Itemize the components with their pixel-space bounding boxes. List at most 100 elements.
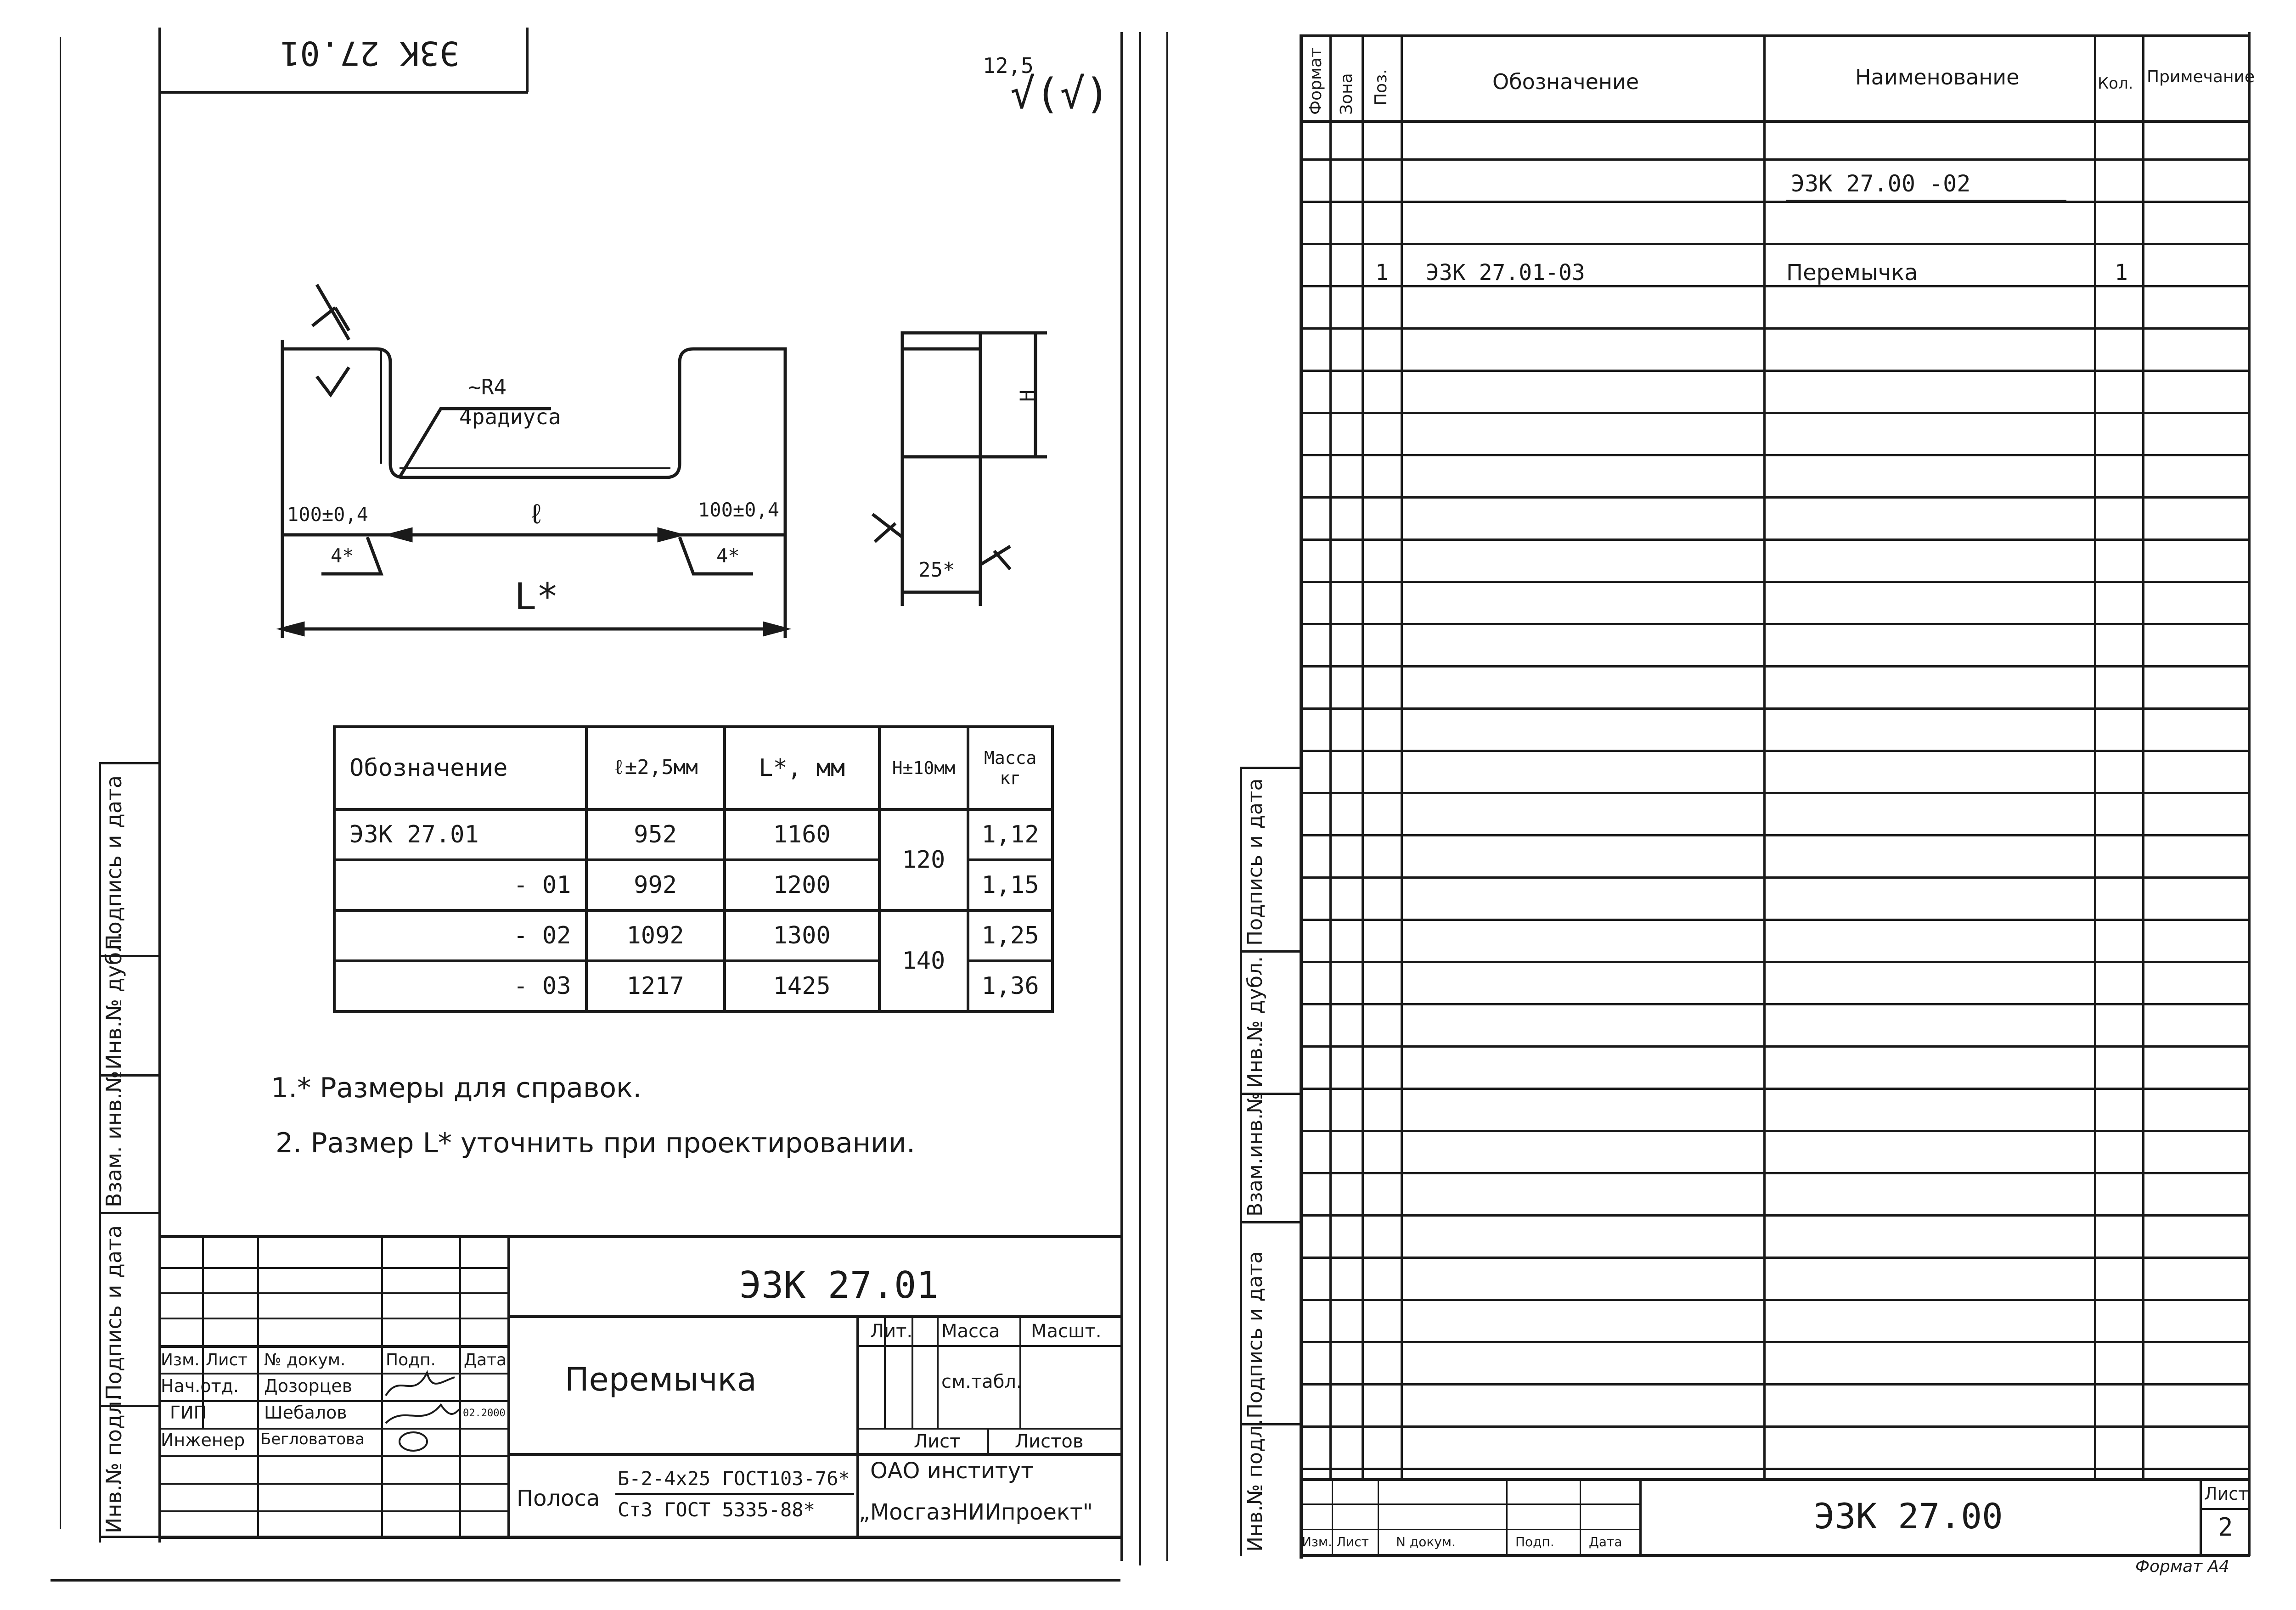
hdr-format: Формат: [1306, 47, 1325, 115]
spec-row-line: [1300, 243, 2250, 245]
spec-row-name: Перемычка: [1786, 260, 1918, 286]
tb-name-3: Бегловатова: [260, 1430, 365, 1448]
spec-row-line: [1300, 370, 2250, 372]
radius-count: 4радиуса: [459, 404, 561, 429]
hdr-note: Примечание: [2147, 67, 2255, 86]
r-side-stamp-sign2: Подпись и дата: [1244, 778, 1267, 946]
hdr-zone: Зона: [1337, 73, 1356, 115]
row-mass: 1,15: [967, 858, 1054, 912]
right-frame-left: [1300, 34, 1303, 1559]
spec-row-line: [1300, 1341, 2250, 1343]
dimension-table: Обозначение ℓ±2,5мм L*, мм H±10мм Масса …: [333, 725, 1054, 1013]
spec-row-designation: ЭЗК 27.01-03: [1426, 260, 1585, 286]
r-col-date: Дата: [1589, 1534, 1622, 1549]
spec-row-line: [1300, 454, 2250, 456]
side-stamp-sep: [99, 1074, 158, 1077]
side-stamp-sep: [99, 762, 158, 764]
row-L: 1425: [723, 959, 881, 1013]
r-col-sign: Подп.: [1515, 1534, 1554, 1549]
spec-row-line: [1300, 1130, 2250, 1132]
row-l: 992: [585, 858, 726, 912]
row-designation: - 01: [333, 858, 588, 912]
spec-row-line: [1300, 961, 2250, 963]
r-side-stamp-dup: Инв.№ дубл.: [1244, 956, 1267, 1088]
spec-row-line: [1300, 792, 2250, 794]
spec-row-line: [1300, 1003, 2250, 1005]
col-designation-header: Обозначение: [333, 725, 588, 811]
left-frame-right: [1120, 32, 1123, 1561]
tb-sheets-label: Листов: [1015, 1431, 1084, 1452]
top-stamp-vline: [526, 28, 529, 92]
material-top: Б-2-4х25 ГОСТ103-76*: [618, 1467, 850, 1490]
dim-left: 100±0,4: [287, 503, 369, 526]
row-l: 952: [585, 808, 726, 861]
tb-role-2: ГИП: [170, 1402, 207, 1423]
dim-4-right: 4*: [716, 544, 740, 567]
tb-role-1: Нач.отд.: [161, 1376, 239, 1396]
right-frame-right: [2248, 32, 2251, 1556]
side-stamp-sep: [99, 1405, 158, 1407]
left-outer-bottom: [51, 1579, 1120, 1582]
r-sheet-label: Лист: [2204, 1484, 2249, 1504]
r-side-stamp-repl: Взам.инв.№: [1244, 1092, 1267, 1217]
hdr-name: Наименование: [1855, 65, 2020, 90]
row-mass: 1,12: [967, 808, 1054, 861]
spec-row-pos: 1: [1375, 260, 1389, 286]
note-2: 2. Размер L* уточнить при проектировании…: [276, 1127, 915, 1159]
spec-row-line: [1300, 750, 2250, 752]
r-col-list: Лист: [1336, 1534, 1369, 1549]
spec-row-line: [1300, 1088, 2250, 1090]
tb-name-2: Шебалов: [264, 1402, 347, 1423]
side-stamp-col: [99, 762, 101, 1543]
spec-row-line: [1300, 285, 2250, 287]
spec-row-line: [1300, 539, 2250, 541]
row-L: 1300: [723, 909, 881, 962]
spec-row-line: [1300, 581, 2250, 583]
row-L: 1200: [723, 858, 881, 912]
table-row: - 01 992 1200 1,15: [333, 858, 1054, 912]
top-stamp-hline: [161, 91, 528, 94]
dim-4-left: 4*: [331, 544, 354, 567]
spec-row-line: [1300, 327, 2250, 330]
hdr-designation: Обозначение: [1492, 69, 1639, 94]
spec-row-qty: 1: [2115, 260, 2128, 286]
tb-role-3: Инженер: [161, 1430, 245, 1450]
table-row: ЭЗК 27.01 952 1160 120 1,12: [333, 808, 1054, 912]
dim-l: ℓ: [528, 498, 545, 530]
left-outer-left: [60, 37, 61, 1529]
left-frame-right2: [1139, 32, 1141, 1565]
spec-row-line: [1300, 1214, 2250, 1217]
row-mass: 1,36: [967, 959, 1054, 1013]
spec-row-line: [1300, 158, 2250, 161]
tb-date-2: 02.2000: [463, 1408, 506, 1419]
row-h: 120: [878, 808, 970, 912]
spec-row-line: [1300, 1299, 2250, 1301]
col-L-header: L*, мм: [723, 725, 881, 811]
col-mass-header: Масса кг: [967, 725, 1054, 811]
tb-name-1: Дозорцев: [264, 1376, 353, 1396]
spec-row-line: [1300, 1172, 2250, 1174]
tb-mass-value: см.табл.: [941, 1371, 1022, 1392]
side-stamp-sep: [99, 1212, 158, 1214]
tb-mass-label: Масса: [941, 1321, 1000, 1342]
right-outer-line: [1166, 32, 1168, 1561]
tb-scale-label: Масшт.: [1031, 1321, 1102, 1342]
spec-row-line: [1300, 834, 2250, 836]
side-stamp-col-right: [158, 762, 161, 1543]
row-l: 1092: [585, 909, 726, 962]
side-stamp-sep: [99, 955, 158, 957]
tb-lit-label: Лит.: [870, 1321, 913, 1342]
dim-25: 25*: [918, 558, 955, 582]
tb-sheet-label: Лист: [914, 1431, 961, 1452]
spec-row-line: [1300, 665, 2250, 668]
tb-col-izm: Изм.: [161, 1351, 200, 1369]
spec-group-name: ЭЗК 27.00 -02: [1791, 170, 1971, 197]
spec-row-line: [1300, 919, 2250, 921]
side-stamp-sep: [99, 1536, 158, 1538]
spec-row-line: [1300, 876, 2250, 879]
r-side-stamp-sign: Подпись и дата: [1244, 1251, 1267, 1419]
tb-col-date: Дата: [464, 1351, 507, 1369]
material-prefix: Полоса: [517, 1486, 600, 1511]
